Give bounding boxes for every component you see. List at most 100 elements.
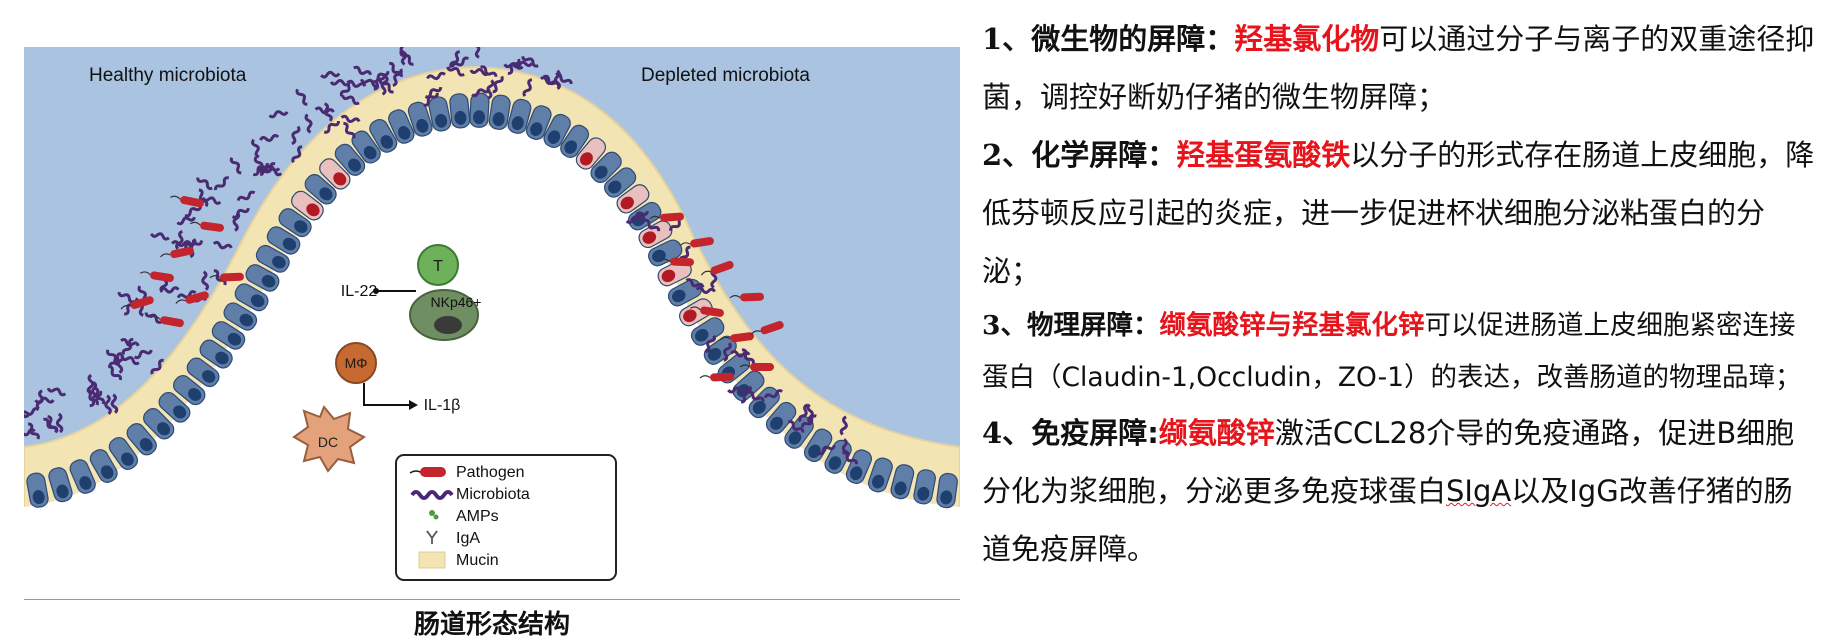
il22-label: IL-22 bbox=[341, 283, 378, 300]
pathogen bbox=[659, 257, 694, 267]
epithelial-cell bbox=[560, 124, 590, 158]
paragraph-body: 可以促进肠道上皮细胞紧密连接蛋白（Claudin-1,Occludin，ZO-1… bbox=[982, 310, 1802, 393]
pathogen bbox=[739, 362, 774, 372]
epithelial-cell bbox=[278, 208, 312, 238]
paragraph-physical-barrier: 3、物理屏障：缬氨酸锌与羟基氯化锌可以促进肠道上皮细胞紧密连接蛋白（Claudi… bbox=[982, 300, 1817, 404]
legend-iga-label: IgA bbox=[456, 530, 480, 547]
highlight-compound: 羟基蛋氨酸铁 bbox=[1176, 138, 1351, 172]
epithelial-cell bbox=[304, 174, 337, 205]
paragraph-heading: 免疫屏障: bbox=[1031, 416, 1159, 450]
pathogen bbox=[649, 212, 684, 222]
macrophage-label: MΦ bbox=[345, 355, 368, 371]
paragraph-number: 2、 bbox=[982, 138, 1032, 172]
epithelial-cell bbox=[616, 184, 650, 214]
lamina-propria bbox=[24, 125, 960, 587]
epithelial-cell bbox=[158, 391, 191, 423]
t-cell-label: T bbox=[433, 258, 443, 275]
pathogen bbox=[170, 195, 204, 208]
epithelial-cell bbox=[765, 401, 797, 435]
figure-legend: Pathogen Microbiota AMPs IgA Mucin bbox=[395, 454, 617, 581]
epithelial-cell bbox=[108, 436, 139, 470]
highlight-compound: 羟基氯化物 bbox=[1234, 22, 1380, 56]
legend-amps-label: AMPs bbox=[456, 508, 499, 525]
pathogen bbox=[729, 292, 764, 302]
epithelial-cell bbox=[199, 339, 233, 369]
highlight-compound: 缬氨酸锌 bbox=[1158, 416, 1275, 450]
legend-mucin-label: Mucin bbox=[456, 552, 499, 569]
epithelial-cell bbox=[291, 190, 324, 221]
legend-mucin-swatch bbox=[418, 551, 446, 569]
paragraph-immune-barrier: 4、免疫屏障:缬氨酸锌激活CCL28介导的免疫通路，促进B细胞分化为浆细胞，分泌… bbox=[982, 404, 1817, 578]
figure-caption: 肠道形态结构 bbox=[413, 610, 570, 640]
nk-cell: NKp46+ bbox=[409, 289, 481, 341]
epithelial-cell bbox=[89, 449, 118, 483]
epithelial-cell bbox=[845, 449, 872, 484]
epithelial-cell bbox=[936, 472, 958, 509]
epithelial-cell bbox=[26, 472, 49, 508]
epithelial-cell bbox=[488, 94, 511, 130]
epithelial-cell bbox=[543, 113, 571, 148]
paragraph-number: 1、 bbox=[982, 22, 1032, 56]
t-cell: T bbox=[417, 244, 459, 286]
paragraph-body: 激活CCL28介导的免疫通路，促进B细胞分化为浆细胞，分泌更多免疫球蛋白 bbox=[982, 416, 1795, 508]
epithelial-cell bbox=[575, 137, 607, 170]
epithelial-cell bbox=[407, 101, 433, 137]
pathogen bbox=[700, 260, 734, 276]
epithelial-cell bbox=[266, 226, 301, 255]
epithelial-cell bbox=[48, 467, 73, 503]
paragraph-body: 以分子的形式存在肠道上皮细胞，降低芬顿反应引起的炎症，进一步促进杯状细胞分泌粘蛋… bbox=[982, 138, 1815, 288]
epithelial-cell bbox=[173, 375, 206, 406]
paragraph-body-end: 以及IgG改善仔猪的肠道免疫屏障。 bbox=[982, 474, 1793, 566]
sigA-term: SIgA bbox=[1446, 474, 1512, 508]
epithelial-cell bbox=[469, 92, 490, 128]
legend-pathogen-label: Pathogen bbox=[456, 464, 525, 481]
il1b-arrow bbox=[363, 383, 409, 406]
epithelial-cell bbox=[211, 321, 246, 350]
epithelial-cell bbox=[803, 428, 833, 463]
dc-label: DC bbox=[318, 434, 338, 450]
epithelial-cell bbox=[890, 464, 915, 500]
pathogen bbox=[150, 315, 184, 328]
epithelial-cell bbox=[223, 302, 258, 331]
barrier-description-panel: 1、微生物的屏障：羟基氯化物可以通过分子与离子的双重途径抑菌，调控好断奶仔猪的微… bbox=[982, 10, 1817, 578]
dendritic-cell: DC bbox=[292, 405, 366, 473]
epithelial-cell bbox=[143, 408, 175, 440]
epithelial-cell bbox=[234, 283, 269, 312]
pathogen bbox=[189, 221, 224, 232]
paragraph-chemical-barrier: 2、化学屏障：羟基蛋氨酸铁以分子的形式存在肠道上皮细胞，降低芬顿反应引起的炎症，… bbox=[982, 126, 1817, 300]
depleted-microbiota-label: Depleted microbiota bbox=[641, 65, 810, 86]
macrophage-cell: MΦ bbox=[335, 342, 377, 384]
epithelial-cell bbox=[255, 244, 290, 273]
pathogen-group bbox=[120, 195, 784, 382]
il1b-label: IL-1β bbox=[424, 397, 461, 414]
pathogen bbox=[750, 321, 784, 336]
pathogen bbox=[699, 372, 734, 382]
legend-microbiota-label: Microbiota bbox=[456, 486, 530, 503]
highlight-compound: 缬氨酸锌与羟基氯化锌 bbox=[1159, 310, 1425, 341]
epithelial-cell bbox=[186, 357, 220, 388]
legend-pathogen-swatch bbox=[420, 467, 446, 477]
legend-microbiota-swatch bbox=[410, 490, 454, 500]
pathogen bbox=[120, 296, 154, 310]
paragraph-number: 3、 bbox=[982, 310, 1027, 341]
epithelial-cell bbox=[590, 151, 622, 183]
epithelial-cell bbox=[126, 423, 157, 456]
healthy-microbiota-label: Healthy microbiota bbox=[89, 65, 247, 86]
epithelial-cell bbox=[913, 469, 936, 505]
paragraph-number: 4、 bbox=[982, 416, 1032, 450]
pathogen bbox=[689, 306, 724, 317]
paragraph-body: 可以通过分子与离子的双重途径抑菌，调控好断奶仔猪的微生物屏障； bbox=[982, 22, 1815, 114]
epithelial-cell bbox=[867, 457, 893, 493]
epithelial-cell bbox=[388, 109, 415, 144]
pathogen bbox=[140, 271, 174, 282]
paragraph-heading: 微生物的屏障： bbox=[1031, 22, 1235, 56]
paragraph-heading: 化学屏障： bbox=[1031, 138, 1177, 172]
paragraph-heading: 物理屏障： bbox=[1026, 310, 1160, 341]
pathogen bbox=[209, 272, 244, 282]
epithelial-cell bbox=[245, 264, 280, 292]
pathogen bbox=[175, 291, 209, 304]
pathogen bbox=[160, 246, 194, 259]
epithelial-cell bbox=[679, 298, 713, 327]
epithelial-cell bbox=[603, 167, 637, 198]
caption-divider bbox=[24, 599, 960, 600]
